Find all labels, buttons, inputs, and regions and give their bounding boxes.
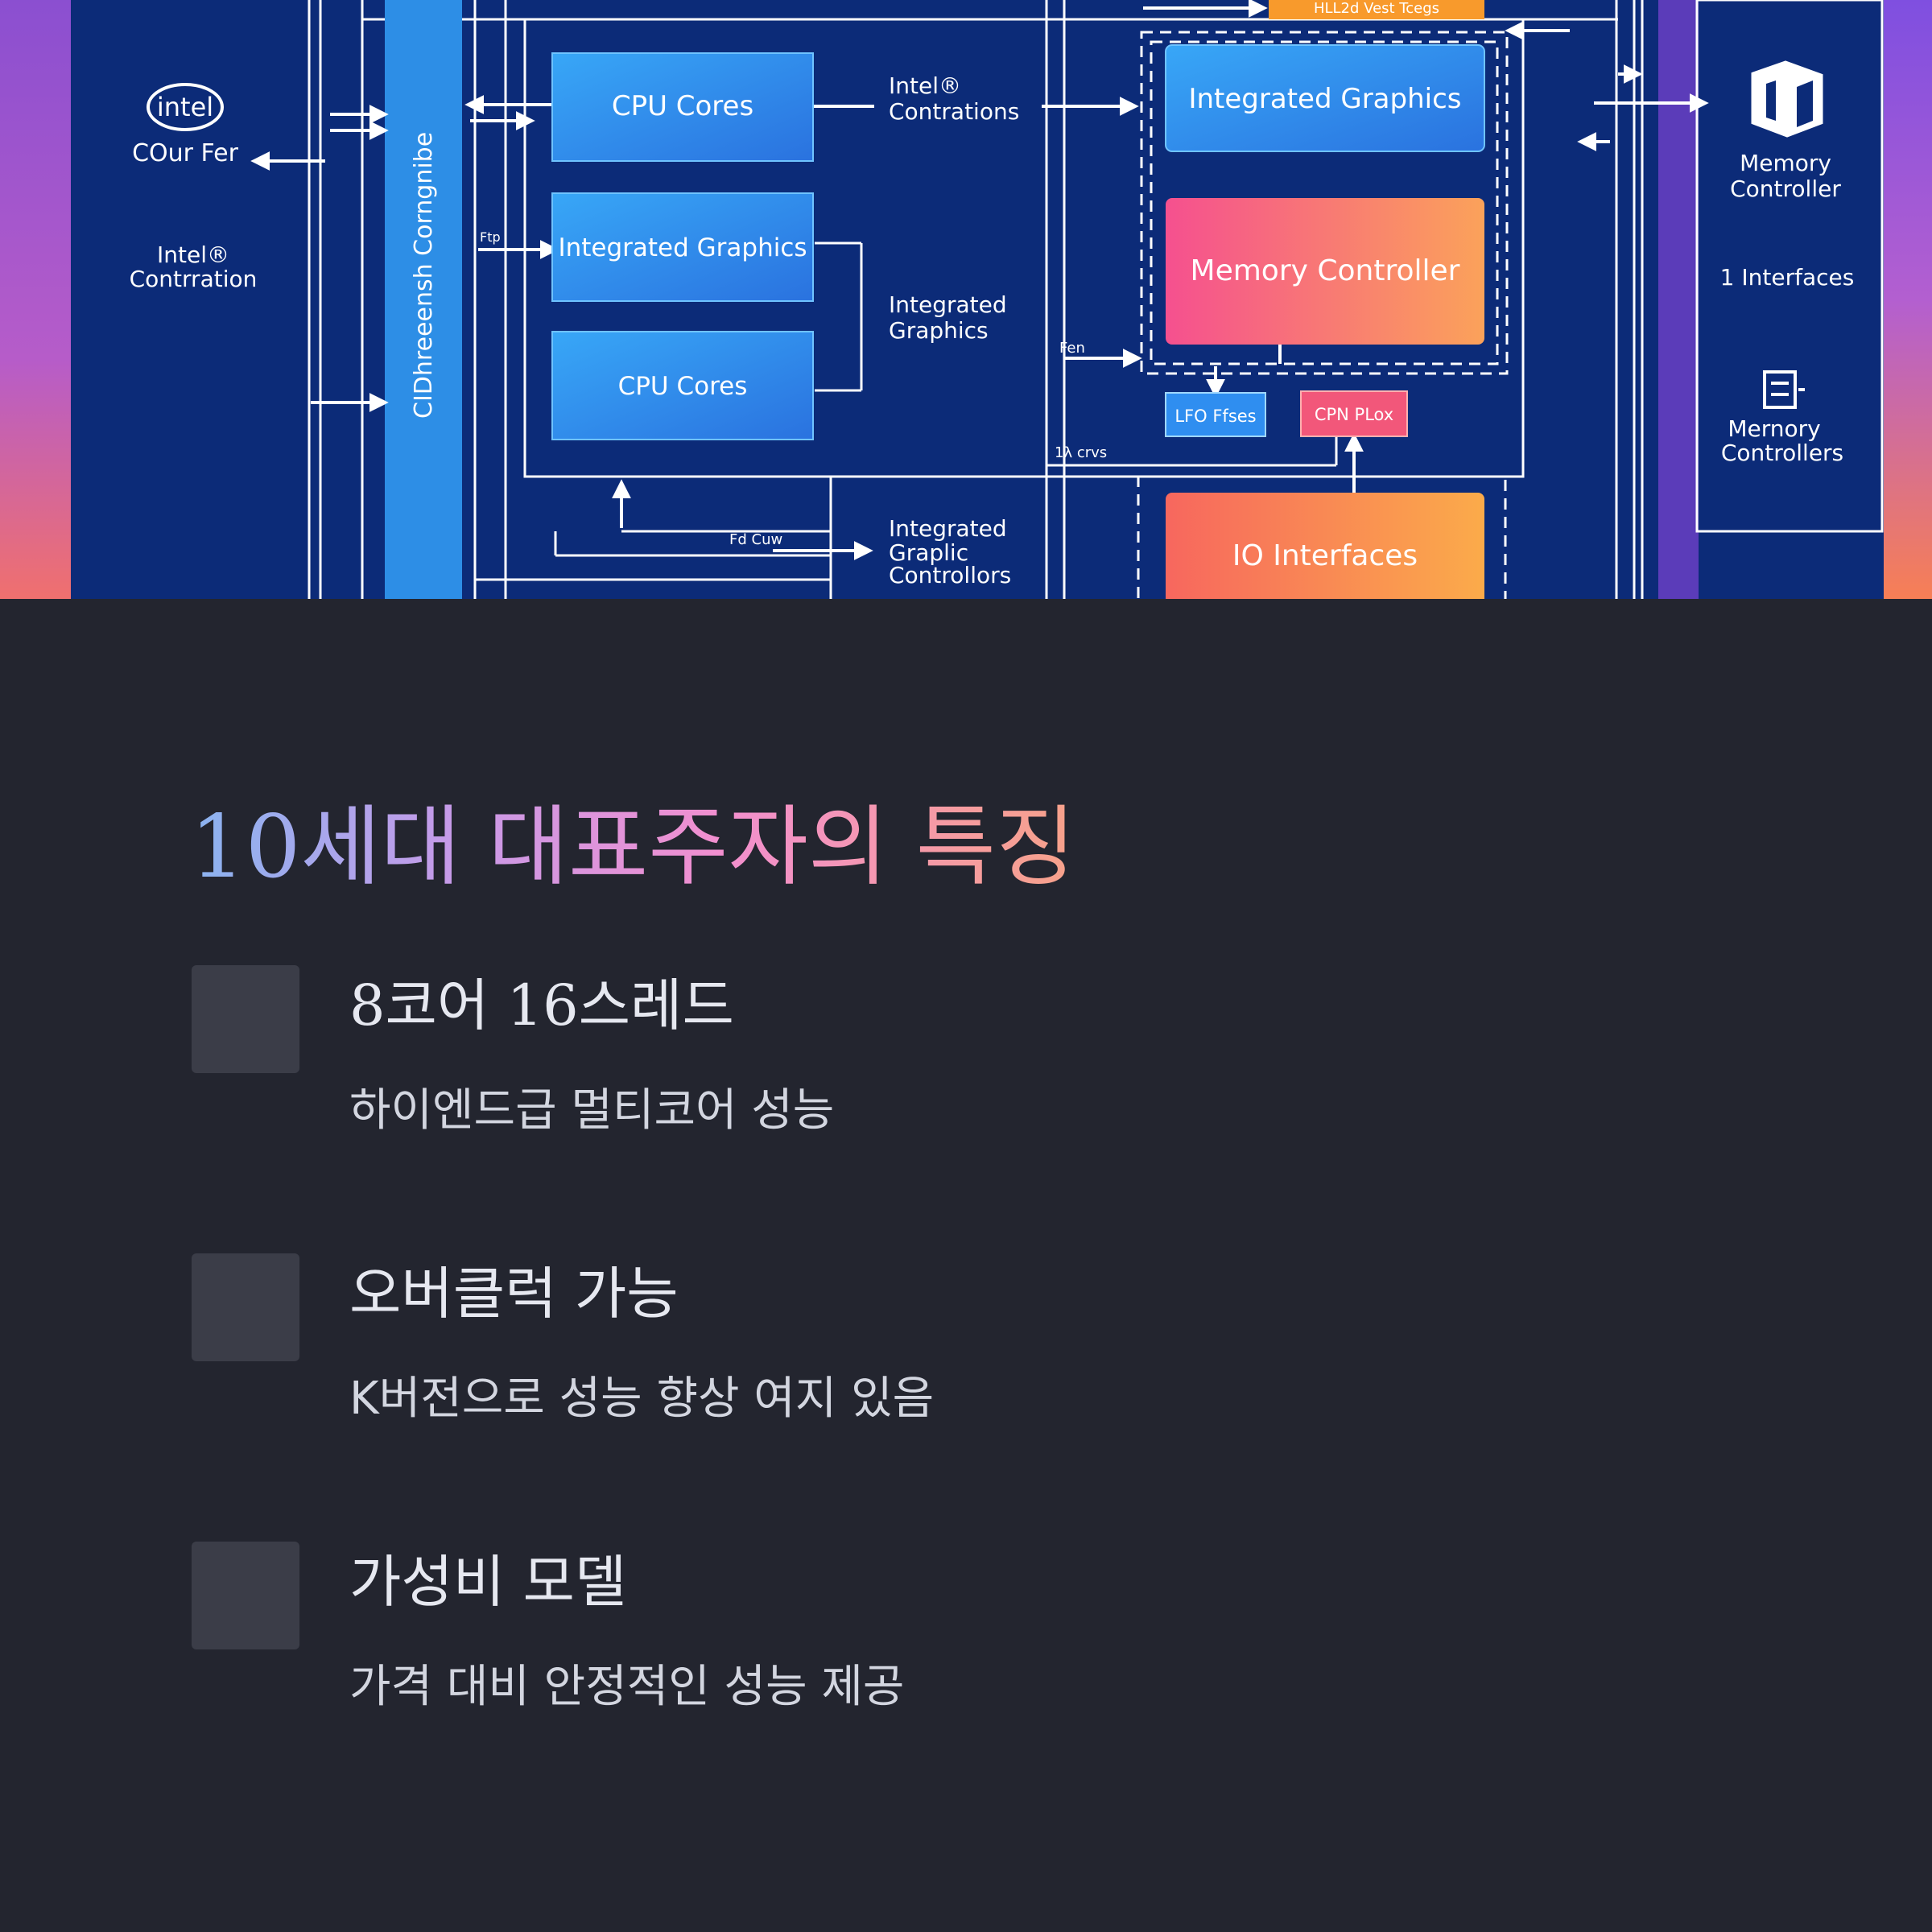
cpu-cores-block-2: CPU Cores: [551, 331, 814, 440]
right-interfaces-label: 1 Interfaces: [1720, 264, 1855, 291]
lfo-box: LFO Ffses: [1165, 392, 1266, 437]
right-gradient-edge: [1884, 0, 1932, 599]
vertical-bus-bar: [385, 0, 462, 599]
ftp-label: Ftp: [480, 229, 501, 245]
left-gradient-edge: [0, 0, 71, 599]
svg-text:intel: intel: [157, 92, 213, 122]
graphic-controllers-label-3: Controllors: [889, 562, 1011, 588]
right-memory-controllers-label-1: Mernory: [1728, 415, 1820, 442]
right-memory-controller-label-1: Memory: [1740, 150, 1831, 176]
svg-text:Memory Controller: Memory Controller: [1191, 254, 1460, 287]
feature-title: 8코어 16스레드: [349, 972, 734, 1038]
bus-vertical-label: CIDhreeensh Corngnibe: [410, 132, 438, 419]
fdcuw-label: Fd Cuw: [729, 531, 782, 548]
svg-text:CPU Cores: CPU Cores: [612, 90, 753, 122]
feature-item: 가성비 모델 가격 대비 안정적인 성능 제공: [192, 1542, 1641, 1735]
memory-module-icon: [1751, 60, 1823, 138]
integrated-graphics-label-1: Integrated: [889, 291, 1007, 318]
feature-title: 가성비 모델: [349, 1549, 627, 1615]
memory-controllers-icon: [1763, 370, 1805, 409]
top-orange-label: HLL2d Vest Tcegs: [1314, 0, 1439, 17]
io-interfaces-block: IO Interfaces: [1166, 493, 1484, 599]
feature-icon-box: [192, 1542, 299, 1649]
feature-item: 8코어 16스레드 하이엔드급 멀티코어 성능: [192, 965, 1641, 1158]
svg-text:CPN PLox: CPN PLox: [1315, 405, 1393, 424]
left-contr-label-1: Intel®: [157, 242, 229, 268]
intel-contrations-label-2: Contrations: [889, 98, 1019, 125]
integrated-graphics-label-2: Graphics: [889, 317, 989, 344]
fen-label: Fen: [1059, 340, 1085, 357]
feature-icon-box: [192, 1253, 299, 1361]
right-memory-controllers-label-2: Controllers: [1721, 440, 1843, 466]
cpn-box: CPN PLox: [1300, 390, 1408, 437]
intel-contrations-label-1: Intel®: [889, 72, 961, 99]
feature-icon-box: [192, 965, 299, 1073]
svg-text:Integrated Graphics: Integrated Graphics: [1188, 83, 1461, 115]
integrated-graphics-block-right: Integrated Graphics: [1165, 44, 1485, 152]
left-core-label: COur Fer: [132, 139, 239, 167]
right-memory-controller-label-2: Controller: [1730, 175, 1841, 202]
svg-text:Integrated Graphics: Integrated Graphics: [558, 233, 807, 262]
hero-diagram-image: CIDhreeensh Corngnibe HLL2d Vest Tcegs i…: [0, 0, 1932, 599]
feature-description: K버전으로 성능 향상 여지 있음: [349, 1373, 935, 1425]
feature-description: 가격 대비 안정적인 성능 제공: [349, 1661, 905, 1713]
cpu-cores-block-1: CPU Cores: [551, 52, 814, 162]
svg-text:LFO Ffses: LFO Ffses: [1174, 407, 1256, 426]
memory-controller-block: Memory Controller: [1166, 198, 1484, 345]
section-title: 10세대 대표주자의 특징: [190, 797, 1076, 898]
left-contr-label-2: Contrration: [130, 266, 258, 292]
features-section: 10세대 대표주자의 특징 8코어 16스레드 하이엔드급 멀티코어 성능 오버…: [0, 599, 1932, 1932]
feature-item: 오버클럭 가능 K버전으로 성능 향상 여지 있음: [192, 1253, 1641, 1447]
graphic-controllers-label-2: Graplic: [889, 539, 968, 566]
lanes-label: 1λ crvs: [1055, 444, 1107, 461]
feature-title: 오버클럭 가능: [349, 1261, 679, 1327]
svg-text:CPU Cores: CPU Cores: [618, 372, 748, 401]
graphic-controllers-label-1: Integrated: [889, 515, 1007, 542]
svg-text:IO Interfaces: IO Interfaces: [1232, 539, 1418, 572]
integrated-graphics-block-left: Integrated Graphics: [551, 192, 814, 302]
feature-description: 하이엔드급 멀티코어 성능: [349, 1084, 835, 1137]
intel-logo: intel: [147, 83, 224, 131]
